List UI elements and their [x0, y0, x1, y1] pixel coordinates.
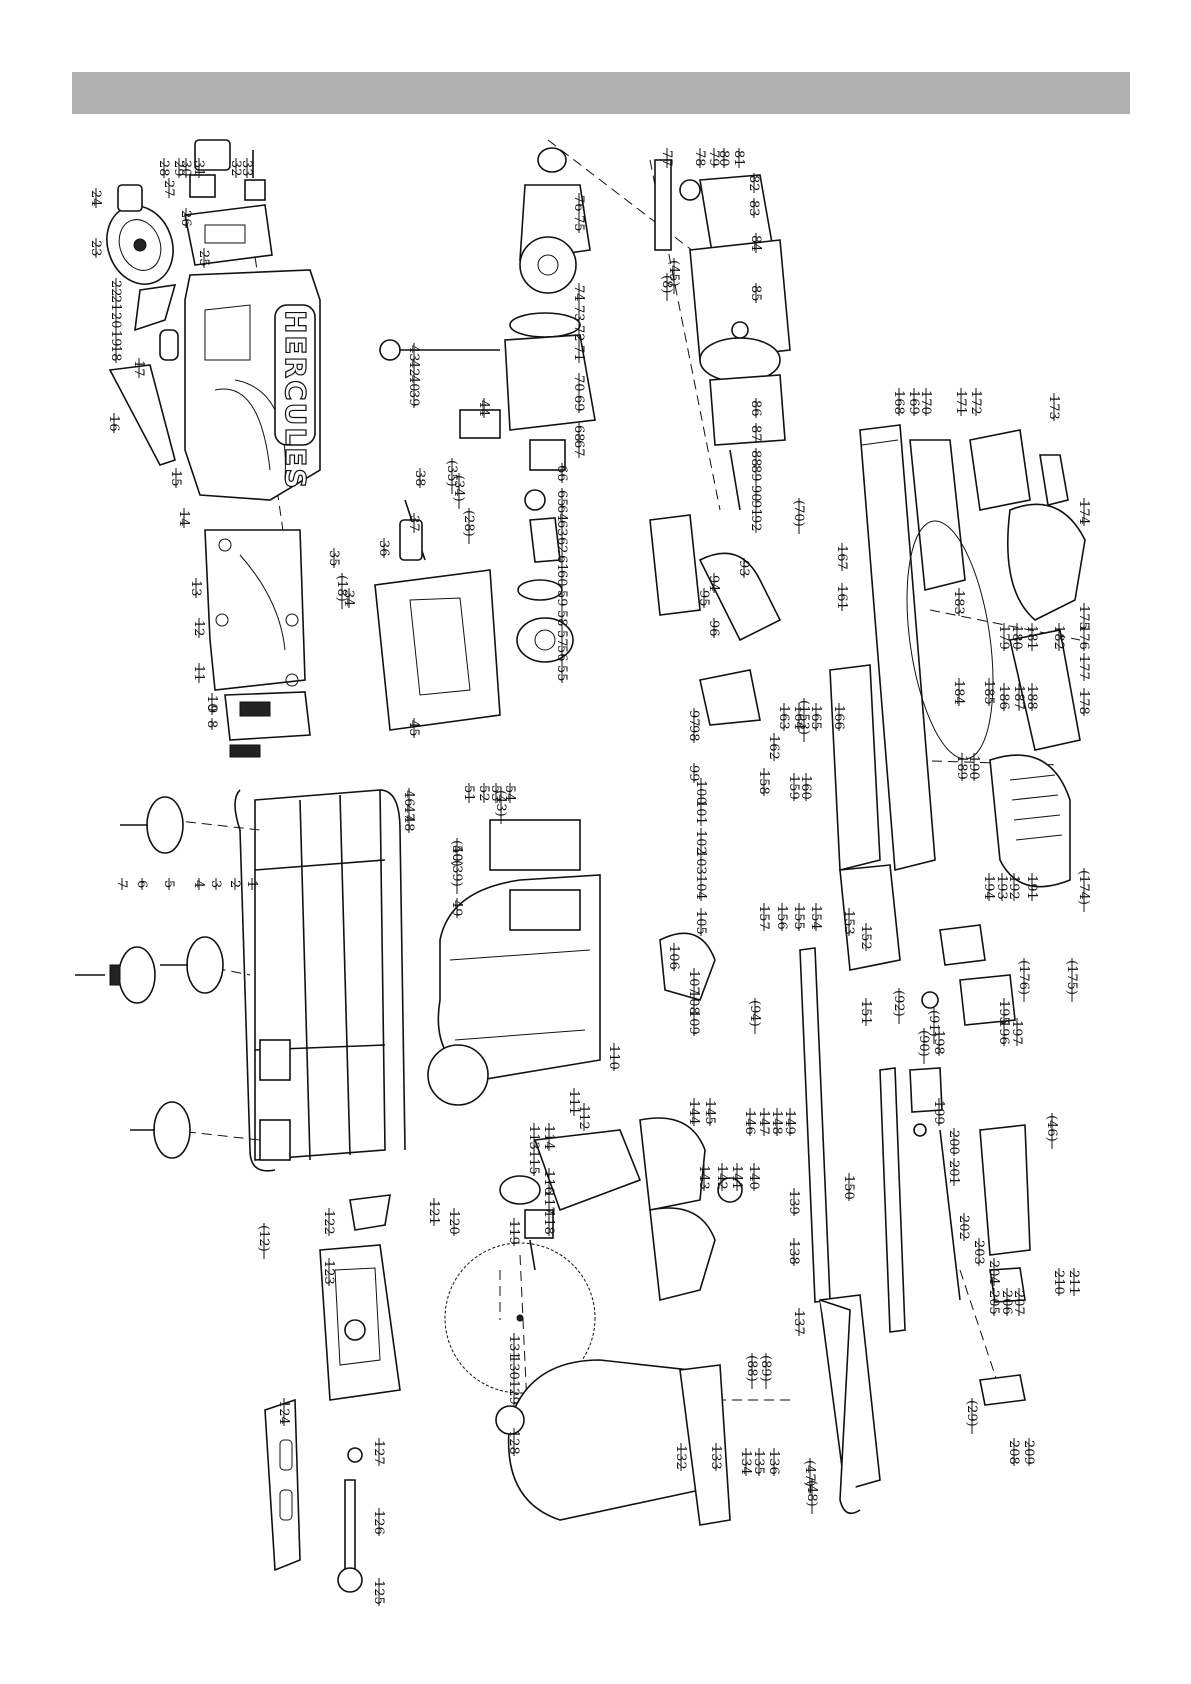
header-band: [72, 72, 1130, 114]
part-number-labels: 1234567891011121314151617181920212223242…: [88, 148, 1091, 1606]
side-cover-group: [204, 339, 501, 758]
motor-armature-group: [504, 147, 596, 663]
brand-logo: HERCULES: [279, 310, 312, 491]
sliding-parts-group: [909, 991, 1031, 1406]
base-table-group: [859, 424, 1086, 1026]
lower-guard-group: [427, 819, 701, 1521]
lower-right-group: [639, 514, 901, 1301]
fence-rails-group: [679, 947, 906, 1526]
upper-guard-group: HERCULES: [106, 139, 321, 501]
stand-frame-group: [75, 789, 406, 1172]
motor-housing-group: [654, 159, 791, 511]
handle-arm-group: [264, 1194, 401, 1593]
